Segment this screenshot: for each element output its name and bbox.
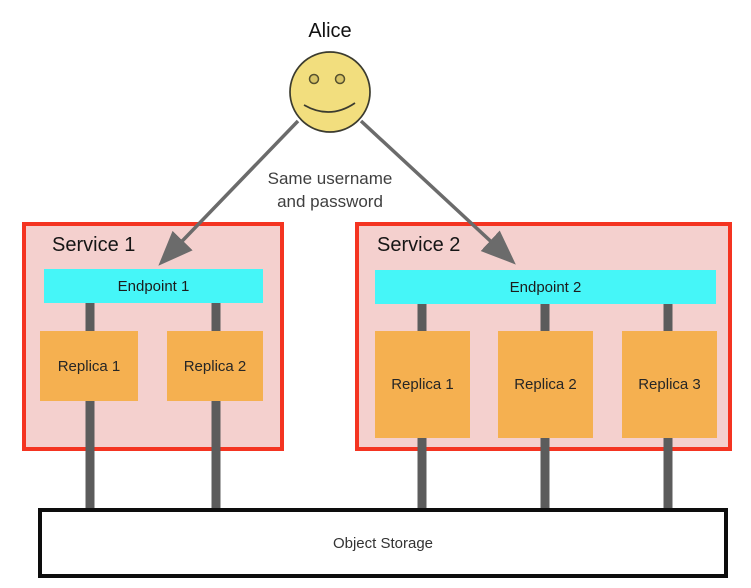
endpoint-1-bar: Endpoint 1 bbox=[44, 269, 263, 303]
object-storage-box: Object Storage bbox=[38, 508, 728, 578]
annotation-label: Same username and password bbox=[268, 167, 393, 213]
endpoint-2-bar: Endpoint 2 bbox=[375, 270, 716, 304]
service-1-replica-1: Replica 1 bbox=[40, 331, 138, 401]
service-2-replica-1: Replica 1 bbox=[375, 331, 470, 438]
smile bbox=[303, 102, 356, 113]
service-2-replica-3: Replica 3 bbox=[622, 331, 717, 438]
right-eye bbox=[334, 73, 346, 85]
annotation-line-2: and password bbox=[277, 192, 383, 211]
annotation-line-1: Same username bbox=[267, 169, 393, 188]
smiley-face-icon bbox=[289, 51, 371, 133]
service-1-replica-2: Replica 2 bbox=[167, 331, 263, 401]
service-2-label: Service 2 bbox=[377, 234, 461, 256]
service-2-replica-2: Replica 2 bbox=[498, 331, 593, 438]
service-1-label: Service 1 bbox=[52, 234, 136, 256]
left-eye bbox=[308, 73, 320, 85]
face-circle bbox=[289, 51, 371, 133]
actor-label: Alice bbox=[308, 20, 352, 42]
